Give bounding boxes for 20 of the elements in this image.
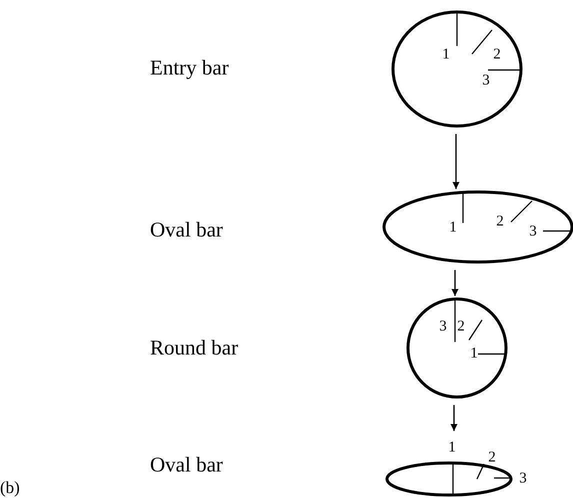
section-number: 1	[449, 220, 457, 236]
arrow	[450, 405, 458, 431]
section-number: 1	[442, 48, 450, 62]
bar-label: Oval bar	[150, 454, 223, 476]
section-number: 3	[439, 320, 447, 334]
section-number: 1	[448, 440, 456, 456]
section-number: 2	[493, 48, 501, 62]
bar-label: Round bar	[150, 338, 238, 358]
bar-label: Oval bar	[150, 220, 223, 240]
section-number: 3	[529, 224, 537, 240]
panel-label: (b)	[0, 479, 20, 496]
arrow	[452, 270, 458, 296]
section-number: 1	[470, 346, 478, 362]
section-number: 2	[488, 450, 496, 466]
section-number: 2	[457, 320, 465, 334]
section-number: 3	[482, 74, 490, 88]
section-number: 2	[496, 214, 504, 230]
bar-label: Entry bar	[150, 58, 229, 78]
section-number: 3	[519, 472, 527, 486]
arrow	[452, 134, 460, 189]
